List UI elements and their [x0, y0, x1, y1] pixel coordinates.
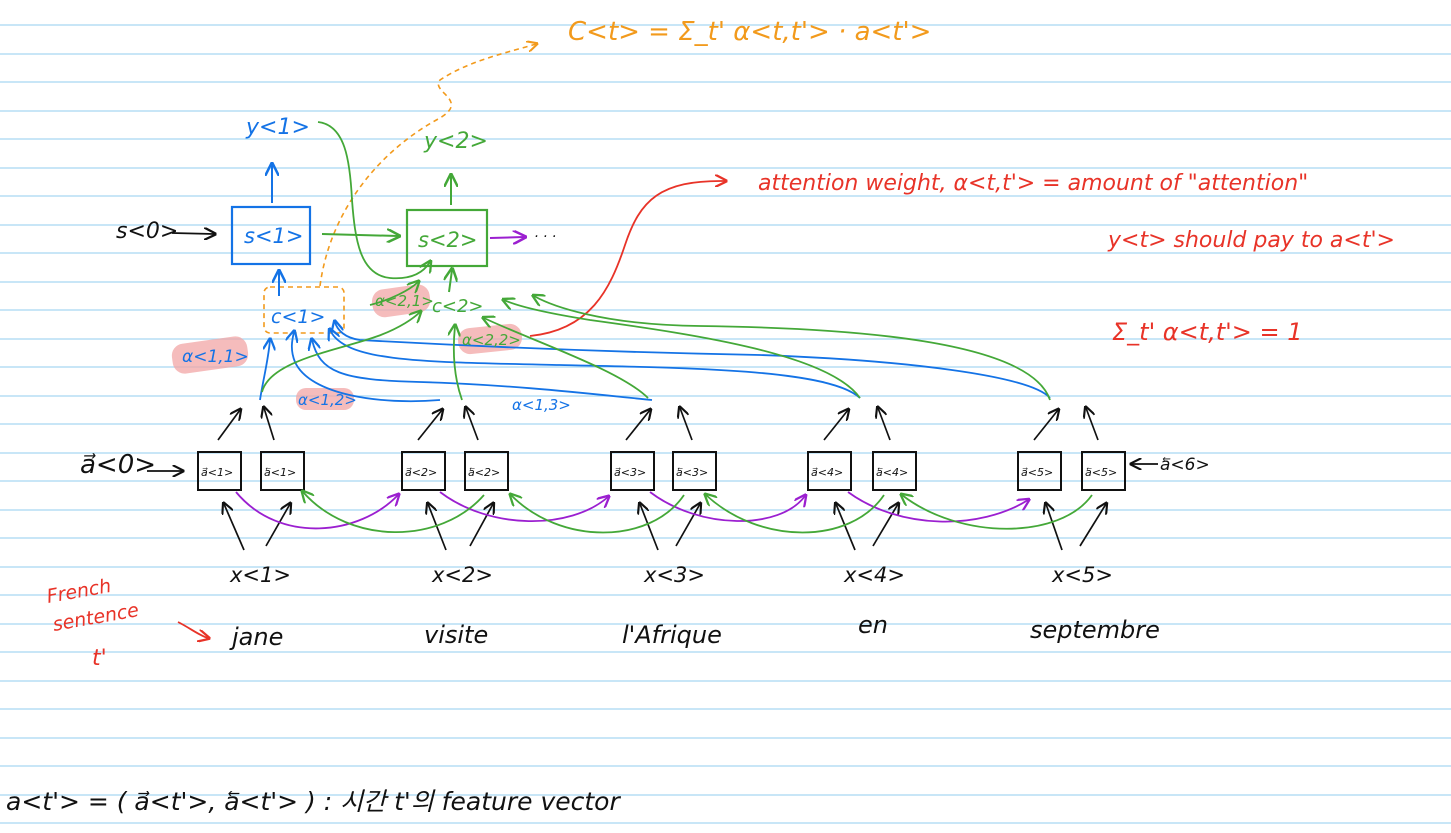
y1-feedback-arrow — [317, 121, 430, 280]
forward-cell-2: a⃗<2> — [405, 466, 437, 479]
ruled-lines — [0, 24, 1451, 824]
attention-callout-arrow — [529, 181, 725, 337]
sum-to-one-rule: Σ_t' α<t,t'> = 1 — [1112, 318, 1303, 346]
input-x5: x<5> — [1051, 563, 1113, 587]
french-label: French — [45, 575, 113, 608]
backward-cell-5: a⃖<5> — [1085, 466, 1117, 479]
c1-context-box — [263, 286, 345, 334]
s2-label: s<2> — [418, 228, 478, 252]
word-septembre: septembre — [1030, 616, 1160, 644]
attention-weight-definition: attention weight, α<t,t'> = amount of "a… — [758, 171, 1308, 196]
continuation-dots: · · · — [534, 229, 556, 245]
s1-label: s<1> — [244, 224, 304, 248]
blue-attention-arrows — [259, 322, 1051, 403]
forward-cell-3: a⃗<3> — [614, 466, 646, 479]
backward-cell-3: a⃖<3> — [676, 466, 708, 479]
alpha-1-2: α<1,2> — [298, 391, 357, 409]
encoder-cell-labels: a⃗<1> a⃖<1> a⃗<2> a⃖<2> a⃗<3> a⃖<3> a⃗<4… — [201, 466, 1117, 479]
c1-label: c<1> — [271, 306, 325, 328]
backward-cell-2: a⃖<2> — [468, 466, 500, 479]
s2-decoder-cell — [405, 208, 489, 268]
input-labels: x<1> x<2> x<3> x<4> x<5> — [229, 563, 1113, 587]
s0-to-s1-arrow — [171, 233, 214, 234]
c2-to-s2-arrow — [449, 270, 452, 293]
word-en: en — [858, 611, 888, 639]
french-words: jane visite l'Afrique en septembre — [229, 611, 1160, 651]
attention-weight-definition-2: y<t> should pay to a<t'> — [1107, 228, 1395, 253]
alpha-2-2: α<2,2> — [462, 331, 521, 349]
input-x1: x<1> — [229, 563, 291, 587]
s2-to-next-arrow — [489, 237, 524, 238]
s1-decoder-cell — [230, 205, 312, 266]
c2-label: c<2> — [432, 296, 484, 317]
forward-recurrence-arrows — [235, 491, 1028, 530]
word-lafrique: l'Afrique — [622, 621, 722, 649]
input-x4: x<4> — [843, 563, 905, 587]
encoder-cells — [197, 451, 1126, 491]
word-jane: jane — [229, 623, 283, 651]
feature-vector-definition: a<t'> = ( a⃗<t'>, a⃖<t'> ) : 시간 t'의 feat… — [6, 787, 621, 816]
input-x3: x<3> — [643, 563, 705, 587]
word-visite: visite — [424, 621, 488, 649]
backward-recurrence-arrows — [303, 492, 1093, 534]
backward-cell-1: a⃖<1> — [264, 466, 296, 479]
forward-cell-4: a⃗<4> — [811, 466, 843, 479]
input-x2: x<2> — [431, 563, 493, 587]
alpha-2-1: α<2,1> — [375, 292, 434, 310]
green-attention-arrows — [261, 282, 1051, 401]
alpha-1-3: α<1,3> — [512, 396, 571, 414]
s0-label: s<0> — [116, 219, 178, 244]
y2-label: y<2> — [423, 129, 488, 154]
encoder-black-arrows — [147, 408, 1158, 551]
y1-label: y<1> — [245, 115, 310, 140]
backward-cell-4: a⃖<4> — [876, 466, 908, 479]
forward-cell-5: a⃗<5> — [1021, 466, 1053, 479]
t-prime-label: t' — [92, 646, 107, 671]
french-sentence-arrow — [177, 621, 208, 638]
initial-backward-activation: a⃖<6> — [1160, 455, 1210, 475]
context-formula: C<t> = Σ_t' α<t,t'> · a<t'> — [568, 17, 931, 47]
alpha-1-1: α<1,1> — [182, 347, 249, 367]
forward-cell-1: a⃗<1> — [201, 466, 233, 479]
initial-forward-activation: a⃗<0> — [80, 450, 156, 480]
s1-to-s2-arrow — [321, 234, 398, 236]
